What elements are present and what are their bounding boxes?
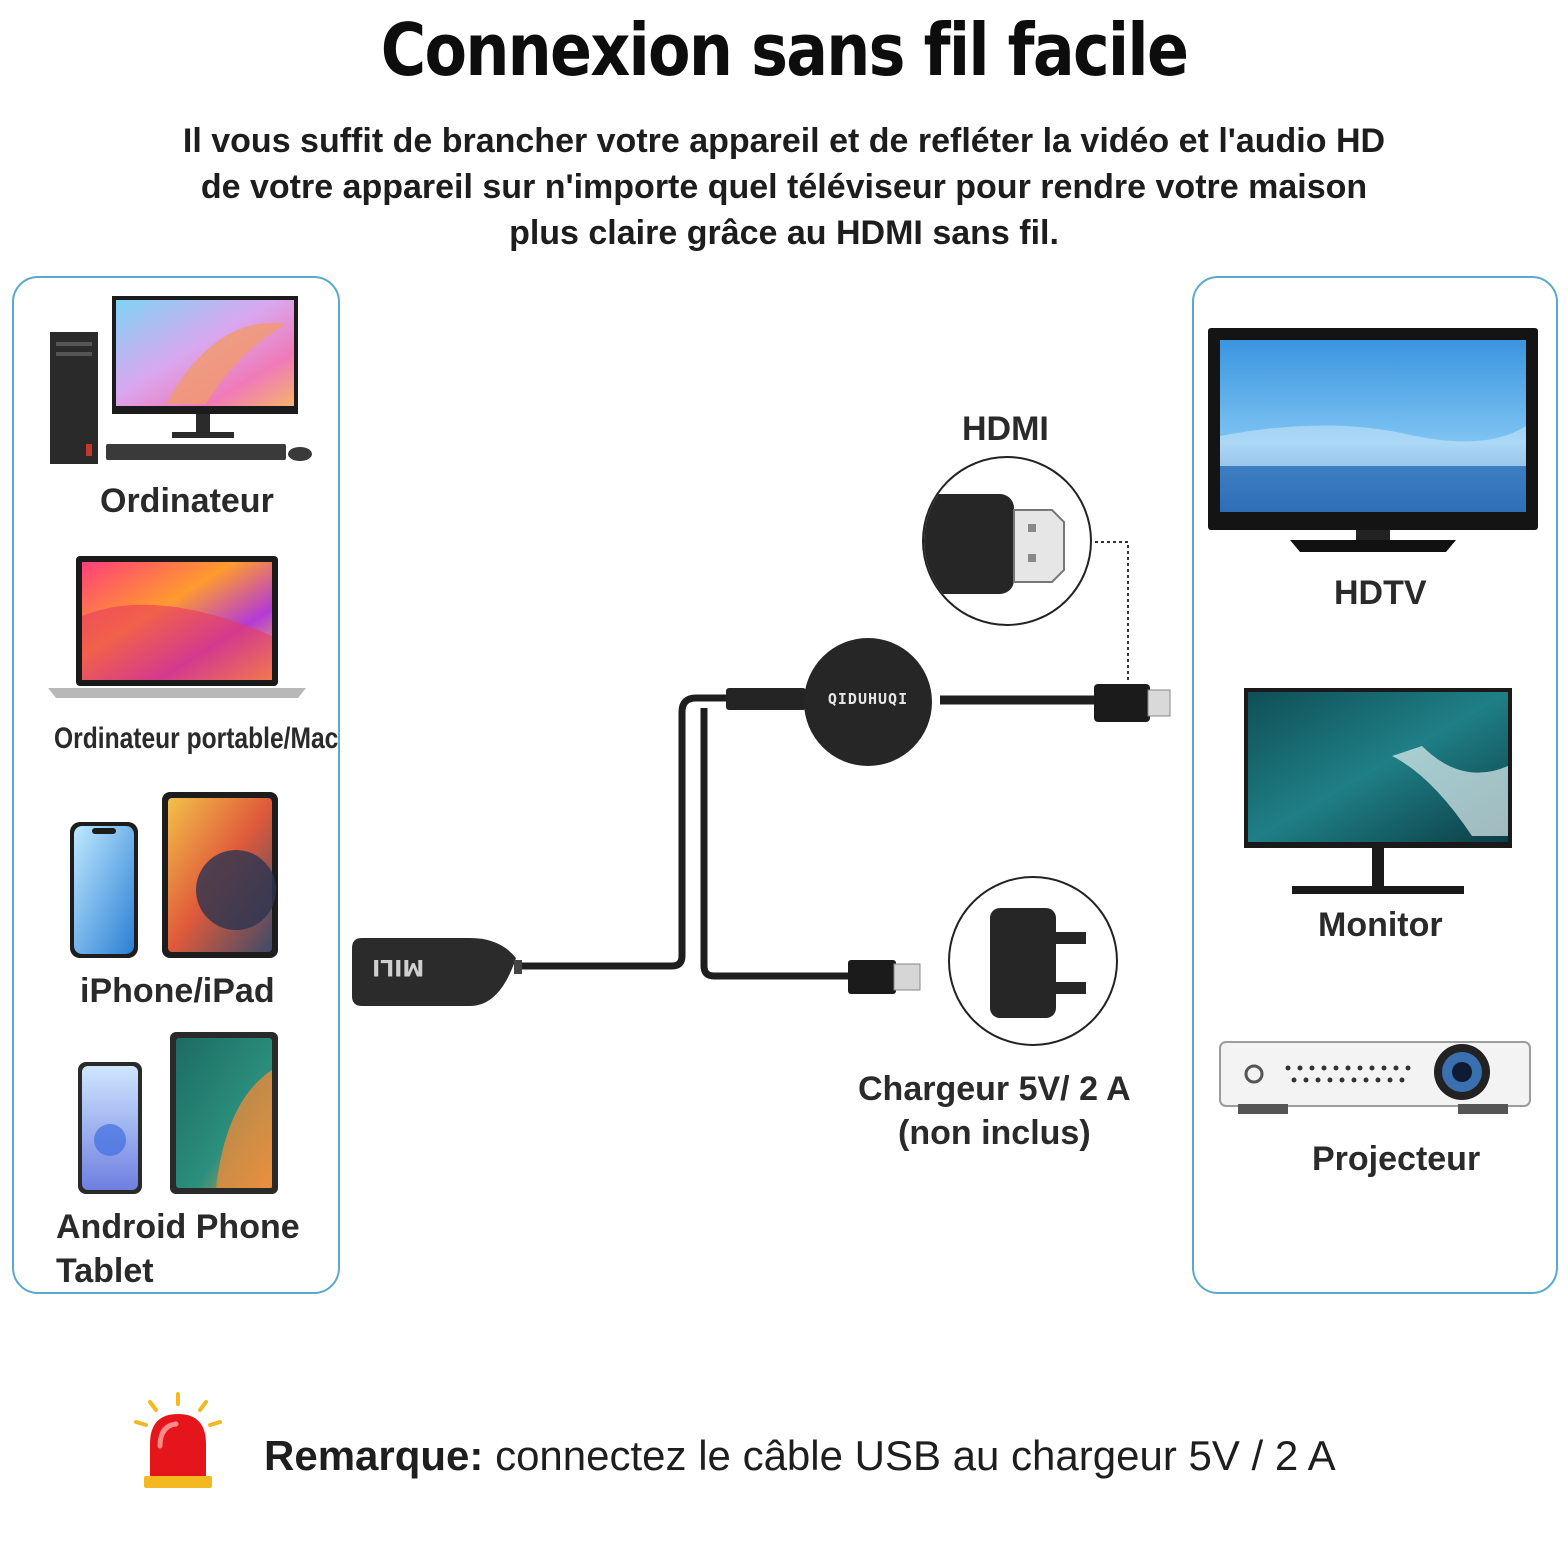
charger-label-line2: (non inclus) [898,1114,1091,1152]
subtitle-line: de votre appareil sur n'importe quel tél… [200,168,1368,206]
hdtv-icon [1208,328,1538,552]
source-label-laptop: Ordinateur portable/Mac [54,722,339,755]
source-label-iphone-ipad: iPhone/iPad [80,972,275,1010]
subtitle: Il vous suffit de brancher votre apparei… [90,118,1478,256]
source-label-computer: Ordinateur [100,482,274,520]
hdmi-plug-icon [924,494,1065,594]
source-label-android-line1: Android Phone [56,1208,300,1246]
charger-bubble [948,876,1118,1046]
projector-icon [1219,1041,1531,1114]
adapter-diagram [352,541,1171,1006]
android-tablet-icon [78,1032,278,1194]
note-body: connectez le câble USB au chargeur 5V / … [483,1432,1336,1479]
display-label-monitor: Monitor [1318,906,1443,944]
desktop-computer-icon [50,296,312,464]
alarm-light-icon [134,1392,222,1488]
subtitle-line: plus claire grâce au HDMI sans fil. [509,214,1059,252]
source-label-android-line2: Tablet [56,1252,154,1290]
monitor-icon [1244,688,1512,894]
charger-label-line1: Chargeur 5V/ 2 A [858,1070,1131,1108]
display-label-projector: Projecteur [1312,1140,1481,1178]
page-title: Connexion sans fil facile [380,8,1189,92]
display-label-hdtv: HDTV [1334,574,1427,612]
note-heading: Remarque: [264,1432,484,1479]
hdmi-label: HDMI [962,410,1049,448]
note-text: Remarque: connectez le câble USB au char… [264,1432,1336,1480]
brand-text: QIDUHUQI [827,690,909,708]
iphone-ipad-icon [70,792,278,958]
subtitle-line: Il vous suffit de brancher votre apparei… [182,122,1386,160]
laptop-icon [48,556,306,698]
hdmi-plug-bubble [922,456,1092,626]
charger-plug-icon [990,908,1086,1018]
receiver-text: MILI [372,954,425,979]
